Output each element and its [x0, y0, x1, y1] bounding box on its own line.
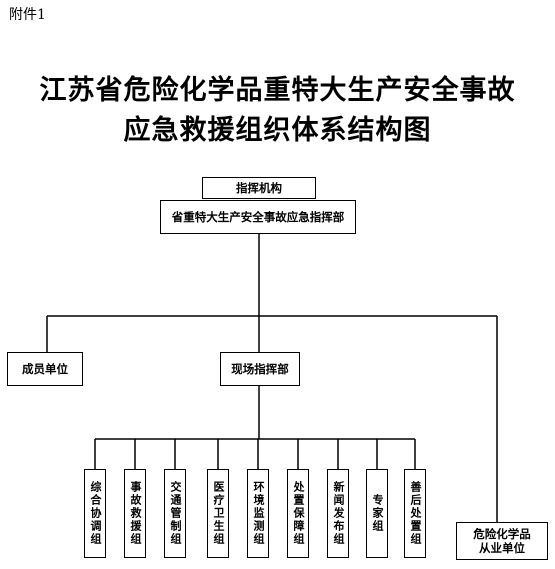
group-aftermath: 善后处置组: [404, 469, 426, 558]
hazard-units-line-1: 危险化学品: [473, 527, 531, 541]
group-medical: 医疗卫生组: [207, 469, 229, 558]
member-units-box: 成员单位: [7, 352, 83, 386]
command-body-box: 指挥机构: [202, 177, 316, 199]
provincial-command-box: 省重特大生产安全事故应急指挥部: [160, 200, 356, 234]
group-press-release: 新闻发布组: [327, 469, 349, 558]
group-coordination: 综合协调组: [84, 469, 106, 558]
group-disposal-support: 处置保障组: [287, 469, 309, 558]
hazard-units-line-2: 从业单位: [479, 541, 525, 555]
group-environment-monitoring: 环境监测组: [247, 469, 269, 558]
title-line-2: 应急救援组织体系结构图: [123, 115, 432, 146]
group-traffic-control: 交通管制组: [164, 469, 186, 558]
group-experts: 专家组: [366, 469, 388, 558]
field-command-box: 现场指挥部: [220, 352, 300, 386]
hazard-units-box: 危险化学品 从业单位: [456, 522, 548, 560]
title-line-1: 江苏省危险化学品重特大生产安全事故: [39, 75, 516, 106]
group-rescue: 事故救援组: [124, 469, 146, 558]
annex-label: 附件1: [9, 7, 46, 23]
